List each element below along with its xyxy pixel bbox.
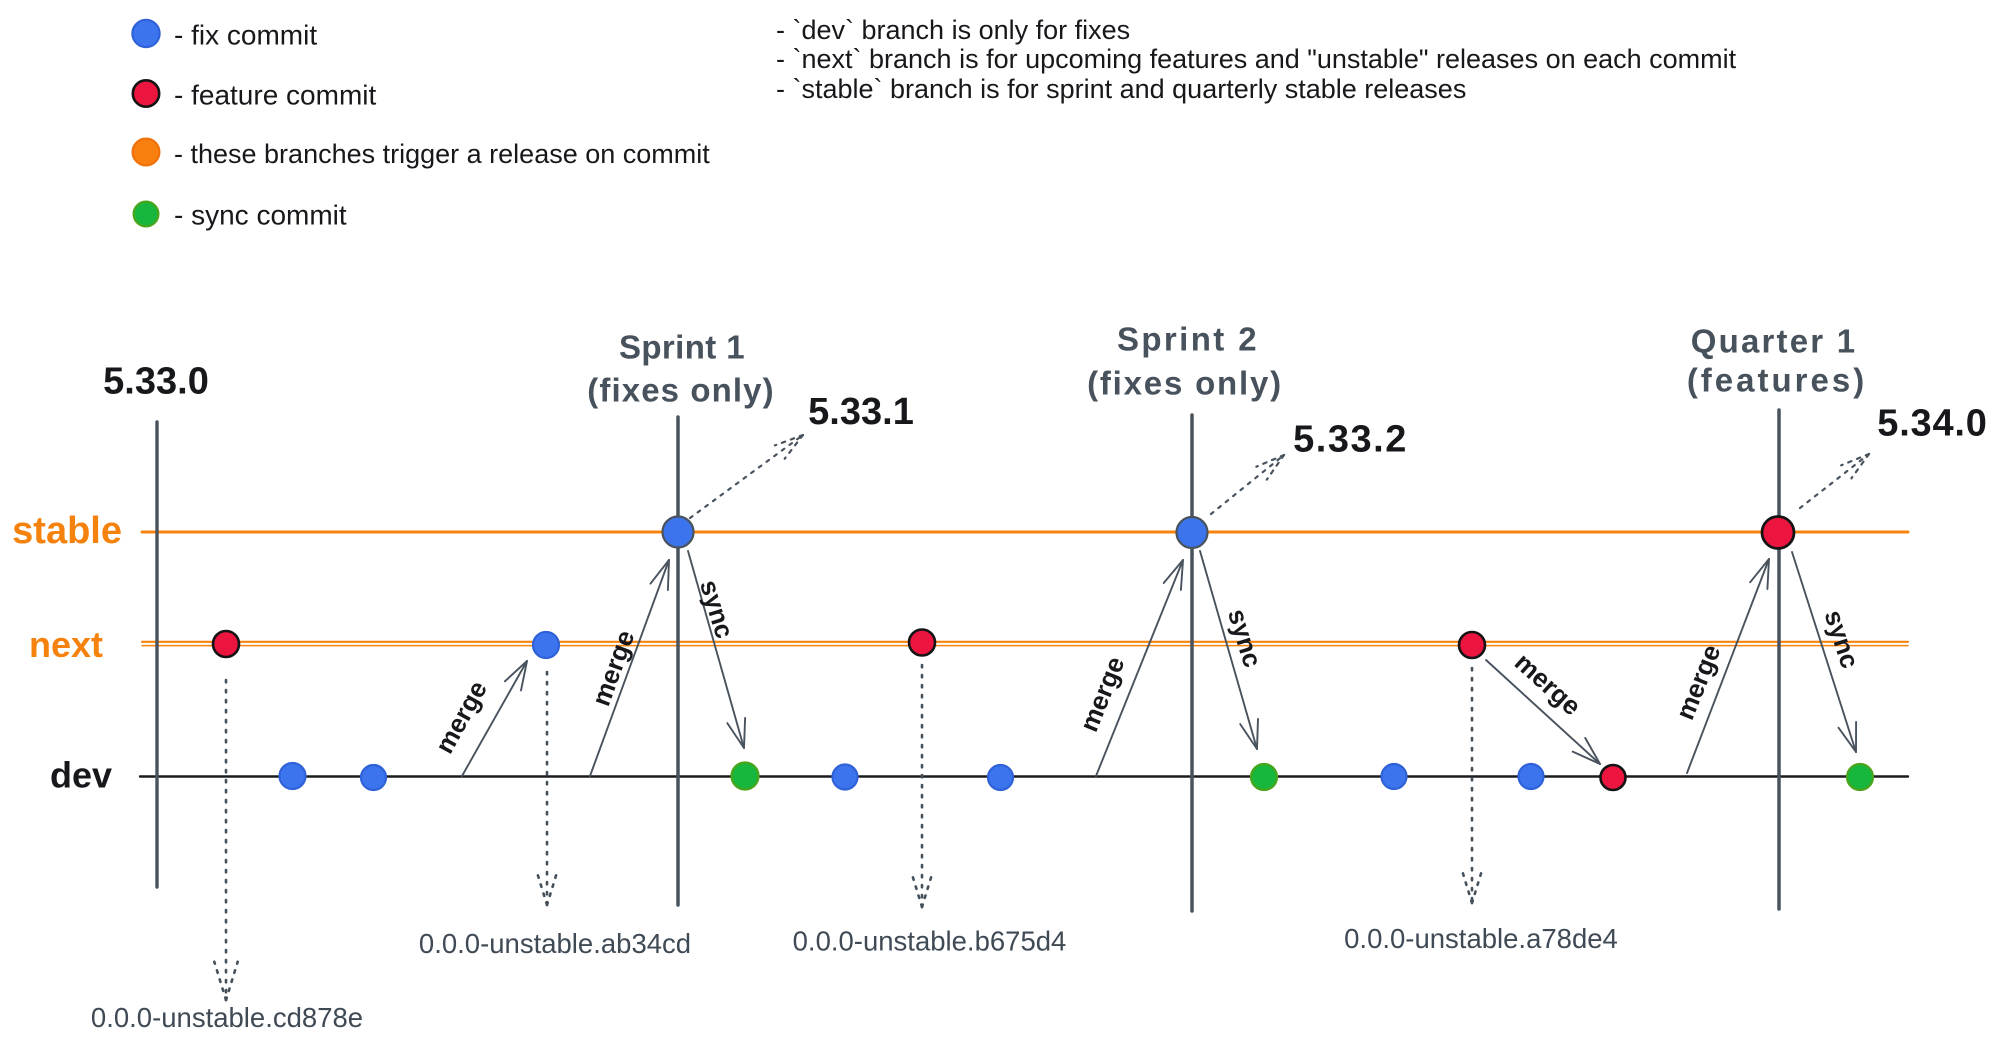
svg-text:dev: dev — [50, 755, 112, 796]
svg-text:merge: merge — [586, 626, 641, 710]
svg-text:- `next` branch is for upcomin: - `next` branch is for upcoming features… — [776, 44, 1737, 74]
svg-text:5.33.0: 5.33.0 — [103, 361, 209, 403]
svg-text:0.0.0-unstable.a78de4: 0.0.0-unstable.a78de4 — [1344, 923, 1618, 954]
svg-text:merge: merge — [1073, 652, 1130, 736]
svg-text:next: next — [29, 624, 103, 665]
svg-text:0.0.0-unstable.cd878e: 0.0.0-unstable.cd878e — [91, 1002, 363, 1033]
svg-text:(fixes only): (fixes only) — [1087, 365, 1283, 402]
svg-text:5.33.1: 5.33.1 — [808, 391, 914, 433]
svg-text:0.0.0-unstable.b675d4: 0.0.0-unstable.b675d4 — [793, 926, 1067, 957]
svg-text:sync: sync — [1222, 605, 1268, 670]
svg-text:- `stable` branch is for sprin: - `stable` branch is for sprint and quar… — [776, 74, 1466, 104]
svg-text:- sync commit: - sync commit — [174, 200, 347, 231]
svg-text:- `dev` branch is only for fix: - `dev` branch is only for fixes — [776, 15, 1130, 45]
svg-text:(fixes only): (fixes only) — [587, 372, 774, 409]
svg-text:- these branches trigger a rel: - these branches trigger a release on co… — [174, 139, 710, 169]
svg-text:- feature commit: - feature commit — [174, 80, 376, 111]
svg-text:Sprint 2: Sprint 2 — [1117, 321, 1259, 358]
svg-text:merge: merge — [429, 676, 493, 759]
svg-text:- fix commit: - fix commit — [174, 20, 317, 51]
svg-text:merge: merge — [1669, 640, 1726, 724]
svg-text:stable: stable — [12, 510, 122, 552]
svg-text:5.33.2: 5.33.2 — [1293, 419, 1408, 461]
svg-text:(features): (features) — [1687, 362, 1867, 399]
svg-text:Sprint 1: Sprint 1 — [619, 329, 745, 366]
svg-text:sync: sync — [1819, 606, 1866, 672]
svg-text:0.0.0-unstable.ab34cd: 0.0.0-unstable.ab34cd — [419, 928, 691, 959]
svg-text:sync: sync — [694, 576, 740, 641]
svg-text:Quarter 1: Quarter 1 — [1691, 323, 1858, 360]
svg-text:merge: merge — [1509, 647, 1587, 722]
svg-text:5.34.0: 5.34.0 — [1877, 403, 1987, 445]
